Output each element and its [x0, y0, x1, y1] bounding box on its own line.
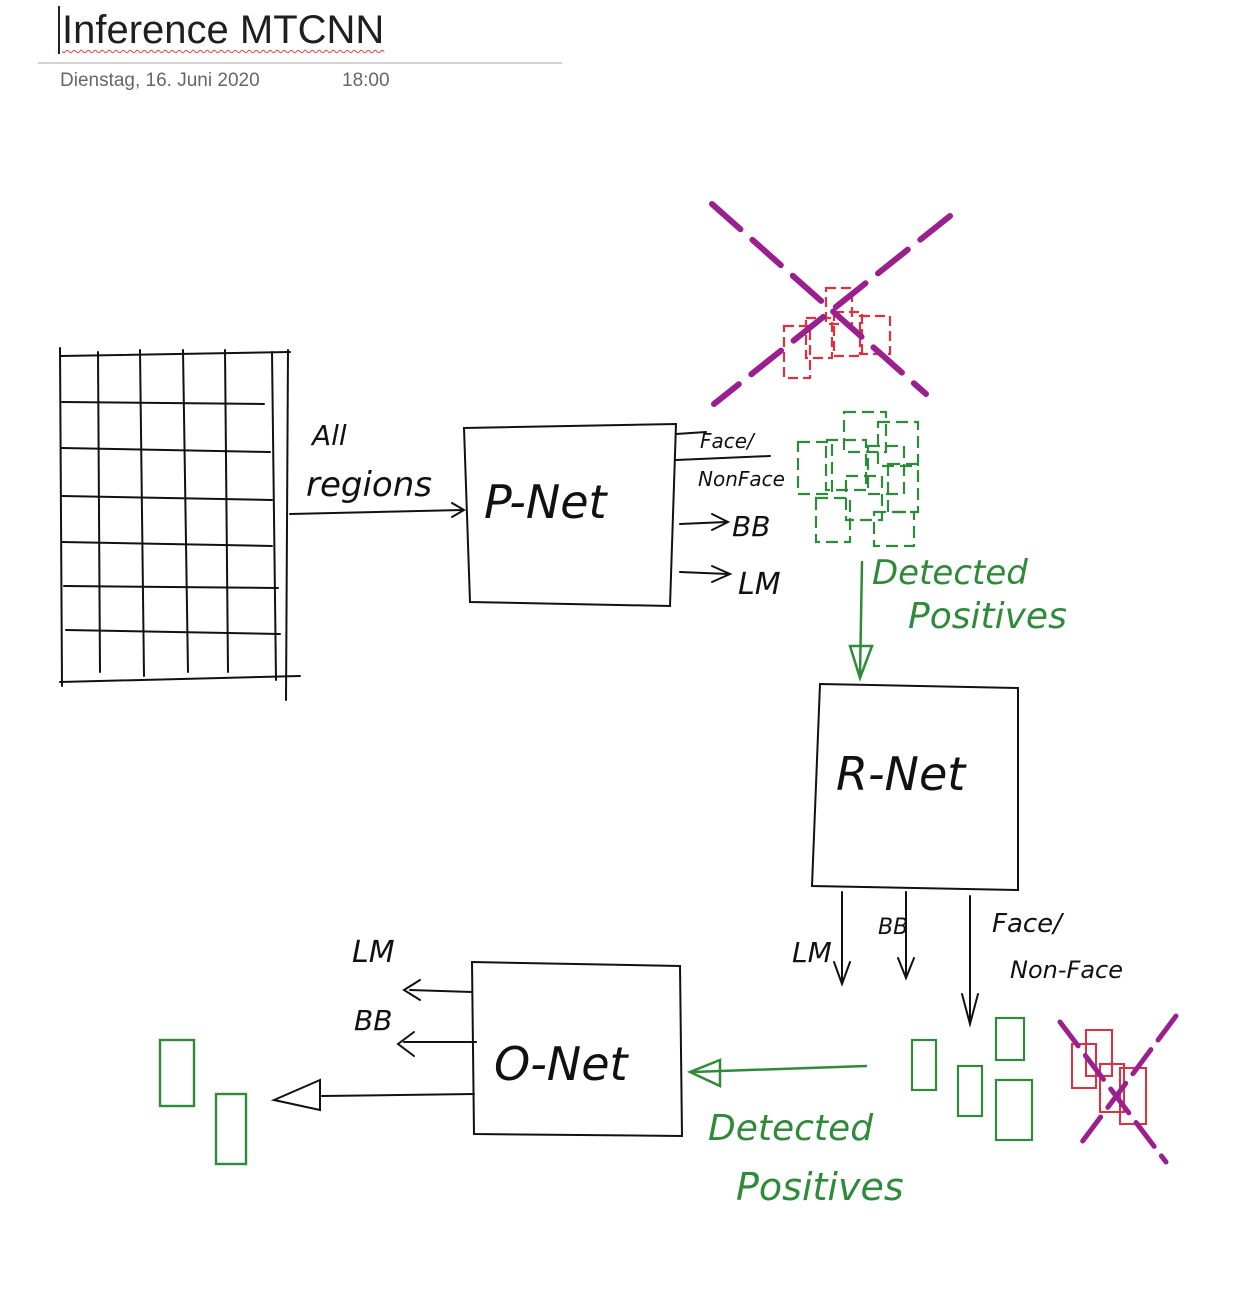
rnet-out-face: Face/	[992, 909, 1065, 939]
image-grid	[59, 347, 301, 701]
pnet-out-face: Face/	[700, 429, 756, 453]
detected-positives-1-line2: Positives	[908, 596, 1067, 637]
arrow-detected-1	[848, 560, 874, 682]
pnet-output-arrows	[675, 431, 771, 583]
pnet-out-nonface: NonFace	[698, 467, 785, 491]
pnet-out-lm: LM	[738, 567, 781, 602]
reject-cross-2	[1057, 1013, 1179, 1165]
reject-cross-1	[709, 201, 953, 407]
detected-positives-2-line2: Positives	[736, 1165, 904, 1209]
rnet-out-nonface: Non-Face	[1010, 956, 1123, 984]
page-title[interactable]: Inference MTCNN	[58, 6, 384, 54]
onet-output-arrows	[270, 979, 477, 1112]
onet-out-bb: BB	[354, 1004, 392, 1037]
onet-out-lm: LM	[352, 935, 395, 970]
rnet-box	[810, 682, 1019, 892]
label-all: All	[310, 419, 347, 452]
rnet-output-arrows	[833, 891, 979, 1028]
pnet-out-bb: BB	[732, 510, 770, 543]
positive-boxes-rnet	[910, 1016, 1034, 1142]
title-divider	[38, 62, 562, 64]
rnet-out-bb: BB	[878, 915, 908, 940]
rnet-label: R-Net	[836, 747, 967, 801]
page-time: 18:00	[342, 70, 390, 91]
final-detections	[158, 1038, 248, 1166]
detected-positives-1-line1: Detected	[872, 553, 1028, 593]
arrow-all-regions	[289, 502, 466, 518]
pnet-box	[462, 422, 678, 608]
positive-boxes-pnet	[796, 410, 920, 548]
onet-label: O-Net	[494, 1037, 630, 1091]
pnet-label: P-Net	[484, 475, 609, 529]
onet-box	[470, 960, 684, 1138]
label-regions: regions	[306, 465, 432, 505]
page-date: Dienstag, 16. Juni 2020	[60, 70, 260, 91]
arrow-detected-2	[686, 1058, 868, 1088]
rejected-boxes-rnet	[1071, 1029, 1147, 1125]
detected-positives-2-line1: Detected	[708, 1108, 874, 1149]
rnet-out-lm: LM	[792, 936, 832, 969]
